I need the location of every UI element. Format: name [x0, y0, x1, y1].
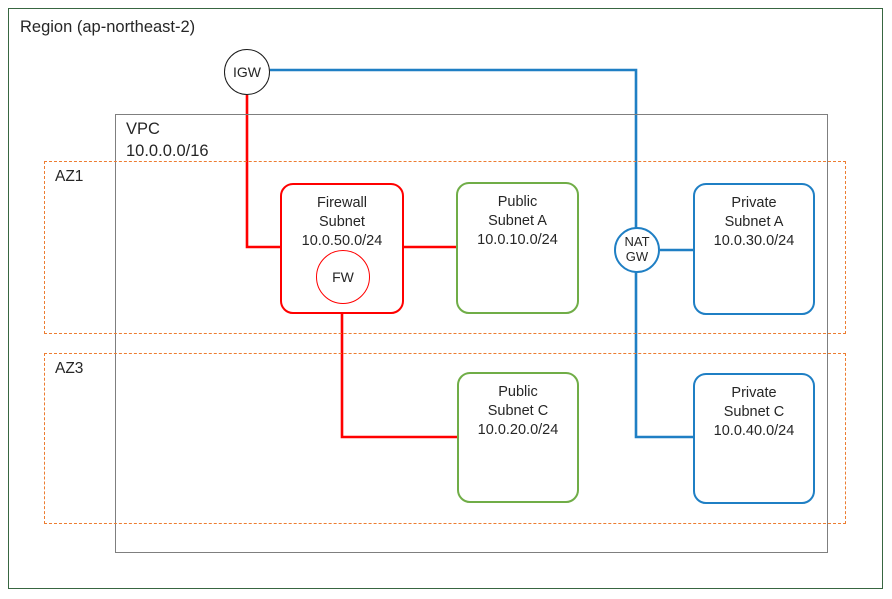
- subnet-public-a[interactable]: Public Subnet A 10.0.10.0/24: [456, 182, 579, 314]
- internet-gateway-icon[interactable]: IGW: [224, 49, 270, 95]
- connector-firewall-to-public-c: [340, 314, 457, 439]
- availability-zone-az1: [44, 161, 846, 334]
- az3-label: AZ3: [55, 360, 84, 377]
- region-container: [8, 8, 883, 589]
- region-label: Region (ap-northeast-2): [20, 18, 196, 36]
- firewall-icon[interactable]: FW: [316, 250, 370, 304]
- subnet-private-a[interactable]: Private Subnet A 10.0.30.0/24: [693, 183, 815, 315]
- subnet-public-c[interactable]: Public Subnet C 10.0.20.0/24: [457, 372, 579, 503]
- subnet-public-c-label: Public Subnet C 10.0.20.0/24: [477, 384, 559, 438]
- vpc-cidr: 10.0.0.0/16: [126, 141, 209, 160]
- connector-nat-to-private-c: [634, 272, 694, 439]
- subnet-private-c-label: Private Subnet C 10.0.40.0/24: [713, 385, 795, 439]
- subnet-private-c[interactable]: Private Subnet C 10.0.40.0/24: [693, 373, 815, 504]
- subnet-public-a-label: Public Subnet A 10.0.10.0/24: [477, 194, 558, 248]
- availability-zone-az3: [44, 353, 846, 524]
- connector-igw-to-firewall: [245, 95, 281, 249]
- subnet-firewall-label: Firewall Subnet 10.0.50.0/24: [301, 195, 383, 249]
- vpc-name: VPC: [126, 120, 160, 138]
- nat-gateway-icon[interactable]: NAT GW: [614, 227, 660, 273]
- vpc-label: VPC 10.0.0.0/16: [126, 119, 209, 163]
- connector-igw-to-nat: [270, 68, 638, 228]
- subnet-private-a-label: Private Subnet A 10.0.30.0/24: [713, 195, 795, 249]
- az1-label: AZ1: [55, 168, 84, 185]
